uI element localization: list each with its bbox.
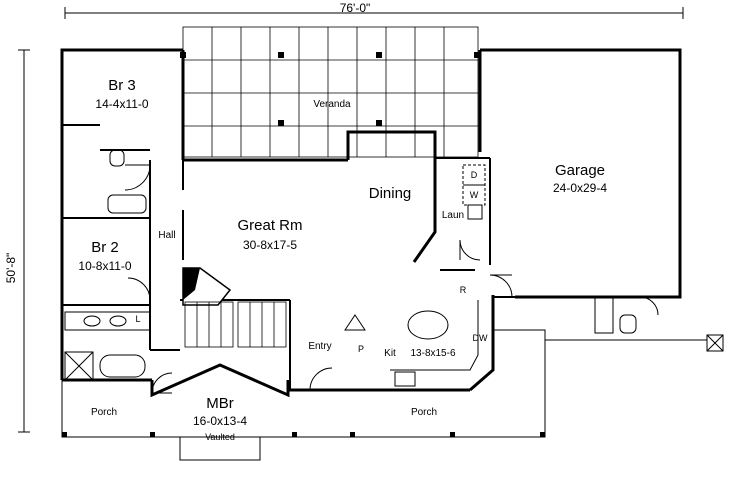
room-label-br2: Br 2: [91, 239, 119, 256]
room-label-kit: Kit: [384, 348, 396, 359]
porch-outline: [61, 329, 707, 461]
linen-label: L: [135, 314, 140, 324]
sink-icon: [109, 315, 127, 327]
room-note-mbr: Vaulted: [205, 432, 235, 442]
dishwasher-label: DW: [473, 333, 488, 343]
room-label-br3: Br 3: [108, 77, 136, 94]
washer-label: W: [470, 190, 479, 200]
room-label-laun: Laun: [442, 210, 464, 221]
room-size-kit: 13-8x15-6: [410, 348, 455, 359]
laundry-fixtures: [462, 164, 486, 220]
garage-sink-icon: [594, 296, 614, 334]
room-label-hall: Hall: [158, 230, 175, 241]
dryer-label: D: [471, 170, 478, 180]
overall-depth-label: 50'-8": [4, 253, 18, 284]
veranda-paving: [182, 26, 479, 158]
kitchen-fixtures: [344, 300, 479, 387]
tub-icon: [99, 354, 146, 378]
room-size-br2: 10-8x11-0: [78, 259, 131, 273]
room-label-porch-front: Porch: [411, 407, 437, 418]
room-label-veranda: Veranda: [313, 99, 351, 110]
room-label-mbr: MBr: [206, 395, 234, 412]
kitchen-table-icon: [407, 310, 449, 340]
veranda-posts: [180, 52, 480, 126]
toilet-icon: [109, 149, 125, 167]
room-label-porch-left: Porch: [91, 407, 117, 418]
room-size-great-rm: 30-8x17-5: [243, 238, 297, 252]
range-icon: [394, 371, 416, 387]
shower-icon: [64, 351, 94, 381]
sink-icon: [83, 315, 101, 327]
exterior-walls: [60, 48, 682, 398]
door-swings: [124, 164, 659, 394]
room-size-mbr: 16-0x13-4: [193, 414, 247, 428]
closet-shelving: [184, 301, 287, 348]
room-label-garage: Garage: [555, 162, 605, 179]
room-size-garage: 24-0x29-4: [553, 181, 607, 195]
bathtub-icon: [107, 194, 147, 214]
room-label-great-rm: Great Rm: [237, 217, 302, 234]
vent-icon: [706, 334, 724, 352]
room-label-entry: Entry: [308, 341, 331, 352]
garage-toilet-icon: [619, 314, 637, 334]
room-label-dining: Dining: [369, 185, 412, 202]
room-size-br3: 14-4x11-0: [95, 97, 148, 111]
bath-fixtures: [64, 149, 724, 381]
counter-icon: [344, 314, 366, 331]
dimension-lines: [18, 7, 684, 433]
porch-posts: [62, 432, 545, 437]
pantry-label: P: [358, 344, 364, 354]
overall-width-label: 76'-0": [340, 1, 371, 15]
fireplace-icon: [182, 267, 232, 306]
refrigerator-label: R: [460, 285, 467, 295]
